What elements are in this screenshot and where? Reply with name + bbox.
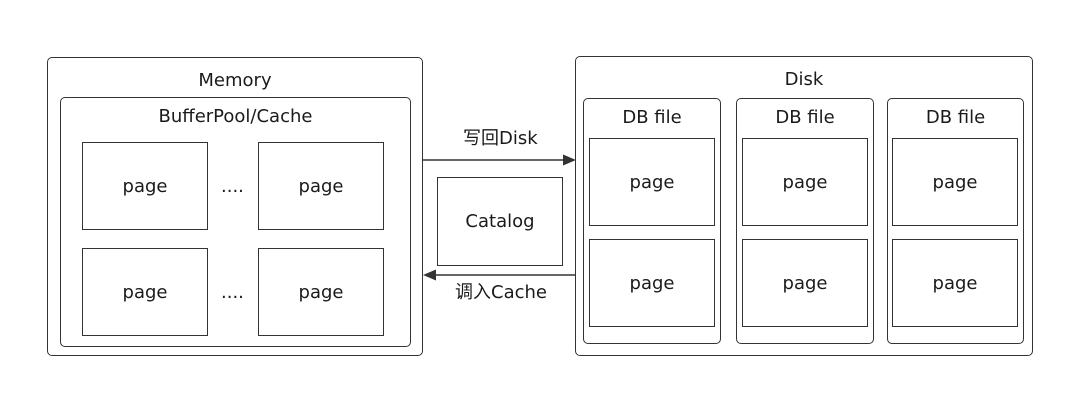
- catalog-label: Catalog: [465, 211, 535, 232]
- page-label: page: [298, 175, 344, 197]
- db-file-title: DB file: [925, 107, 986, 128]
- ellipsis: ....: [221, 282, 244, 303]
- ellipsis: ....: [221, 176, 244, 197]
- page-label: page: [629, 171, 675, 193]
- write-back-label: 写回Disk: [463, 128, 538, 149]
- page-label: page: [782, 171, 828, 193]
- load-to-cache-arrow: [423, 269, 576, 281]
- load-to-cache-label: 调入Cache: [455, 282, 547, 303]
- db-file-title: DB file: [622, 107, 682, 128]
- page-label: page: [629, 272, 675, 294]
- catalog-box: Catalog: [437, 177, 563, 266]
- page-label: page: [782, 272, 828, 294]
- page-label: page: [932, 171, 978, 193]
- disk-title: Disk: [784, 69, 824, 90]
- db-page: page: [742, 138, 868, 226]
- db-page: page: [742, 239, 868, 327]
- buffer-page: page: [82, 248, 208, 336]
- db-page: page: [892, 239, 1018, 327]
- db-file-title: DB file: [775, 107, 835, 128]
- buffer-page: page: [258, 248, 384, 336]
- write-back-arrow: [423, 154, 576, 166]
- db-page: page: [589, 138, 715, 226]
- page-label: page: [122, 281, 168, 303]
- buffer-page: page: [258, 142, 384, 230]
- memory-title: Memory: [198, 70, 272, 91]
- buffer-page: page: [82, 142, 208, 230]
- page-label: page: [298, 281, 344, 303]
- db-page: page: [892, 138, 1018, 226]
- page-label: page: [122, 175, 168, 197]
- page-label: page: [932, 272, 978, 294]
- db-page: page: [589, 239, 715, 327]
- buffer-pool-title: BufferPool/Cache: [158, 106, 313, 127]
